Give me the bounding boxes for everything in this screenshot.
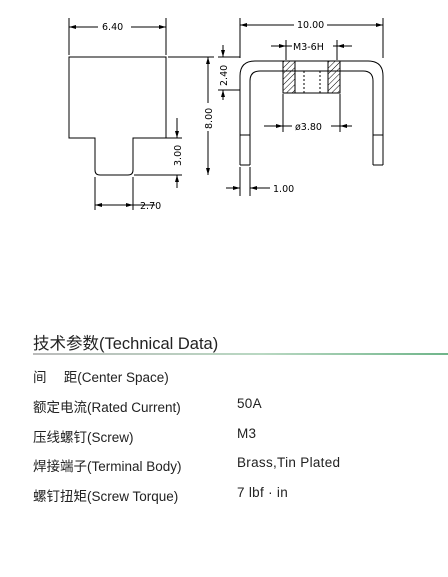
spec-value: 7 lbf · in [237, 485, 289, 500]
dim-width-top-label: 6.40 [102, 22, 123, 33]
front-view-outline [68, 56, 167, 176]
dim-total-height-label: 8.00 [204, 108, 215, 129]
side-view-outline-inner [249, 70, 374, 165]
side-view-outline-outer [239, 60, 384, 165]
dim-width-overall [239, 18, 384, 58]
insert-right-hatch [327, 60, 341, 94]
dim-width-overall-label: 10.00 [297, 20, 324, 31]
spec-label: 额定电流(Rated Current) [33, 400, 181, 415]
spec-label: 螺钉扭矩(Screw Torque) [33, 489, 179, 504]
insert-left-hatch [282, 60, 296, 94]
dim-thickness-label: 1.00 [273, 184, 294, 195]
spec-value: 50A [237, 396, 262, 411]
dim-hole-diameter-label: ø3.80 [295, 122, 322, 133]
dim-stem-width [94, 177, 155, 210]
section-divider [33, 353, 448, 355]
dim-thread-label: M3-6H [293, 42, 324, 53]
dim-thread [271, 40, 352, 60]
dim-total-height [168, 56, 214, 175]
spec-value: Brass,Tin Plated [237, 455, 341, 470]
dim-stem-width-label: 2.70 [140, 201, 161, 212]
dim-step-height [218, 45, 240, 100]
dim-thickness [226, 167, 270, 196]
dim-hole-diameter [264, 94, 352, 132]
dim-step-height-label: 2.40 [219, 65, 230, 86]
side-view [239, 60, 384, 166]
spec-label: 焊接端子(Terminal Body) [33, 459, 182, 474]
spec-value: M3 [237, 426, 257, 441]
technical-drawing: 6.40 2.70 3.00 8.00 2.40 [68, 18, 384, 212]
front-view [68, 56, 167, 176]
dim-stem-height-label: 3.00 [173, 145, 184, 166]
spec-label: 间 距(Center Space) [33, 370, 169, 385]
dim-stem-height [134, 118, 182, 188]
dim-width-top [68, 18, 167, 55]
section-title: 技术参数(Technical Data) [33, 335, 219, 353]
spec-label: 压线螺钉(Screw) [33, 430, 134, 445]
